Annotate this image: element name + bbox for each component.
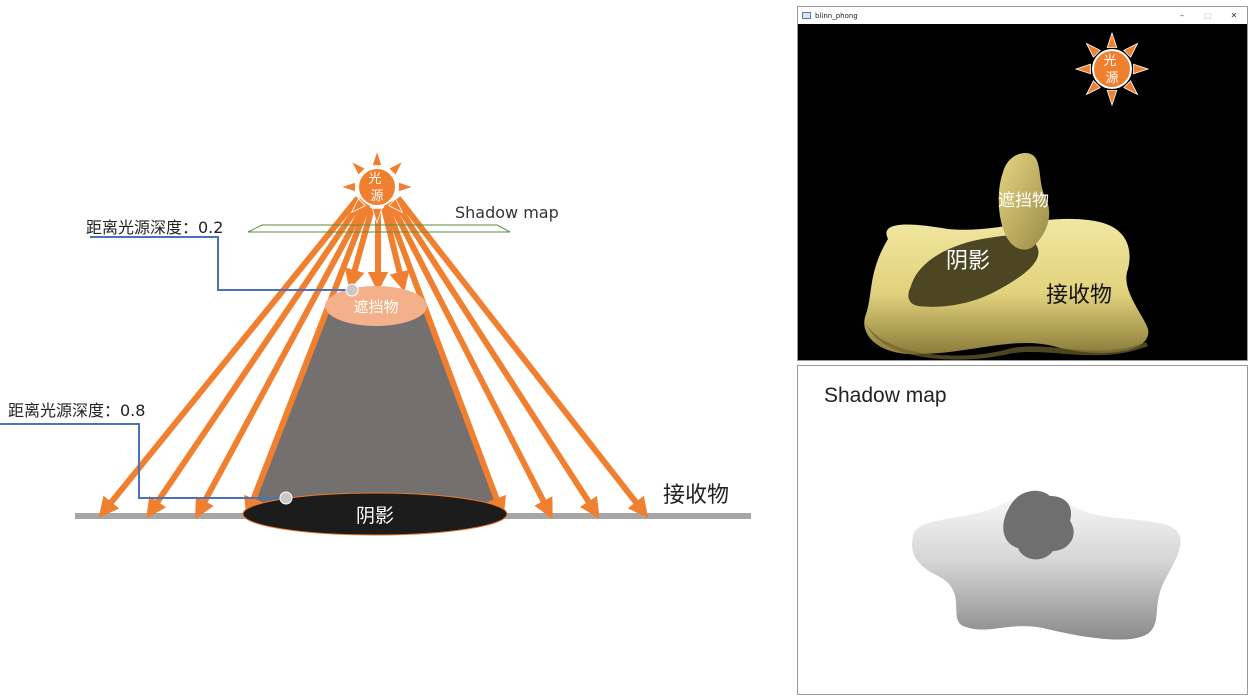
light-ray [344,207,375,290]
sun-ray [1106,31,1118,48]
sun-ray [350,160,366,176]
light-ray [395,196,649,519]
render-light-label: 光 源 [1103,54,1120,86]
close-icon[interactable]: ✕ [1230,11,1238,20]
render-shadow-label: 阴影 [946,249,990,274]
light-ray [195,200,369,519]
sun-ray [371,149,383,166]
receiver-label: 接收物 [663,483,729,508]
sun-ray [371,208,383,225]
render-viewport: 遮挡物 阴影 接收物 光 源 [864,31,1150,360]
sun-ray [1085,80,1101,96]
sun-ray [339,181,356,193]
light-ray [98,196,361,518]
sun-ray [1106,90,1118,107]
occluder-depth-point [345,283,359,297]
receiver-depth-leader [0,423,286,499]
occluder-mesh [998,152,1050,250]
sun-ray [1123,42,1139,58]
light-ray [387,200,553,520]
shadow-map-plane [247,224,511,233]
minimize-icon[interactable]: – [1180,11,1184,20]
light-label: 光 源 [368,172,385,204]
shadow-map-panel: Shadow map [797,365,1248,695]
sun-ray [398,181,415,193]
render-occluder-label: 遮挡物 [998,191,1049,211]
sun-icon [339,149,415,225]
light-ray [381,207,410,292]
light-ray [391,198,600,519]
shadow-label: 阴影 [356,505,394,527]
maximize-icon[interactable]: □ [1204,11,1212,20]
light-ray [244,202,371,518]
sun-ray [1074,63,1091,75]
render-window: blinn_phong – □ ✕ 遮挡物 阴影 接收物 [797,6,1248,361]
occluder-label: 遮挡物 [353,298,398,316]
shadow-map-title: Shadow map [824,384,947,407]
shadow-map-label: Shadow map [455,203,559,222]
render-receiver-label: 接收物 [1046,283,1112,308]
light-label-line1: 光 [368,172,381,187]
occluder-depth-leader [90,236,352,291]
sun-ray [1123,80,1139,96]
sun-ray [1133,63,1150,75]
shadow-frustum [247,308,505,514]
light-ray [383,202,506,518]
receiver-depth-label: 距离光源深度：0.8 [8,401,145,420]
shadow-map-occluder [1003,490,1074,560]
shadow-map-receiver [912,496,1181,640]
shadow-map-image [912,490,1181,640]
render-sun-icon [1074,31,1150,107]
receiver-depth-point [279,491,293,505]
window-title-bar[interactable]: blinn_phong – □ ✕ [798,7,1247,24]
sun-ray [388,198,404,214]
light-label-line2: 源 [370,189,383,204]
light-ray [146,198,365,519]
occluder-depth-label: 距离光源深度：0.2 [86,218,223,237]
sun-ray [388,160,404,176]
shadow-ellipse [242,492,508,536]
sun-ray [1085,42,1101,58]
sun-ray [350,198,366,214]
shadow-region [908,235,1039,307]
receiver-mesh [864,218,1149,355]
window-title: blinn_phong [815,11,858,20]
shadow-diagram: 阴影 遮挡物 Shadow map 光 源 距离光源深度：0.2 距离光源深度：… [0,149,751,536]
app-icon [802,12,811,19]
